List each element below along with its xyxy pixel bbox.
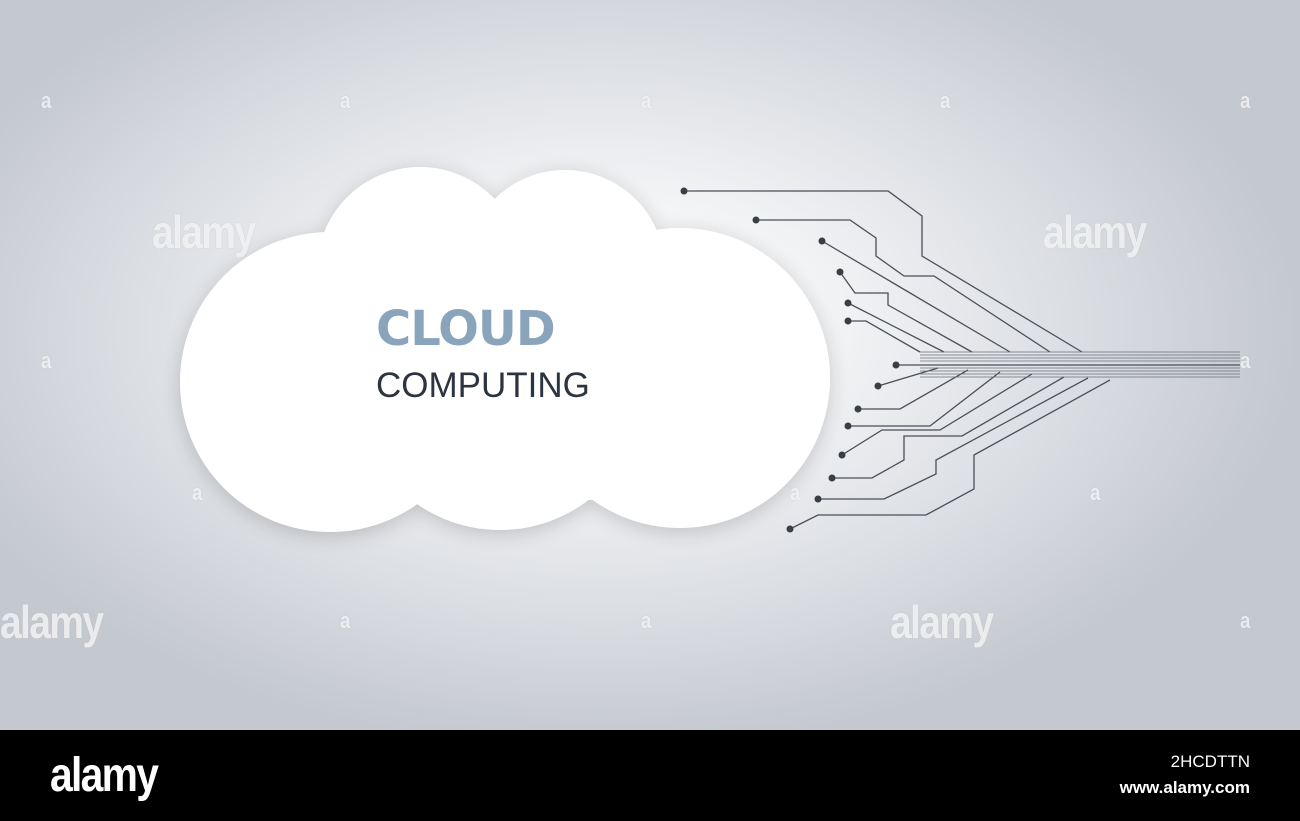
watermark-logo: alamy [890,596,994,648]
watermark-mark: a [641,88,652,113]
watermark-mark: a [1240,348,1251,373]
watermark-mark: a [1240,88,1251,113]
watermark-mark: a [340,88,351,113]
watermark-mark: a [340,608,351,633]
watermark-mark: a [41,348,52,373]
footer-bar: alamy 2HCDTTN www.alamy.com [0,730,1300,821]
circuit-lines [684,190,1240,530]
cloud-subtitle: COMPUTING [376,366,590,405]
circuit-bus [920,351,1240,378]
watermark-mark: a [790,480,801,505]
watermark-logo: alamy [152,206,256,258]
stock-image-canvas: CLOUD COMPUTING a a a a a alamy alamy a … [0,0,1300,730]
watermark-mark: a [1090,480,1101,505]
watermark-mark: a [192,480,203,505]
watermark-mark: a [641,608,652,633]
cloud-shape [180,167,830,532]
footer-logo: alamy [50,749,159,802]
watermark-mark: a [1240,608,1251,633]
watermark-logo: alamy [0,596,104,648]
watermark-mark: a [41,88,52,113]
cloud-circuit-illustration [180,167,1240,533]
circuit-nodes [680,187,900,533]
image-id: 2HCDTTN [1170,752,1250,771]
watermark-mark: a [940,88,951,113]
cloud-title: CLOUD [376,301,556,357]
watermark-logo: alamy [1043,206,1147,258]
site-url: www.alamy.com [1119,778,1250,797]
